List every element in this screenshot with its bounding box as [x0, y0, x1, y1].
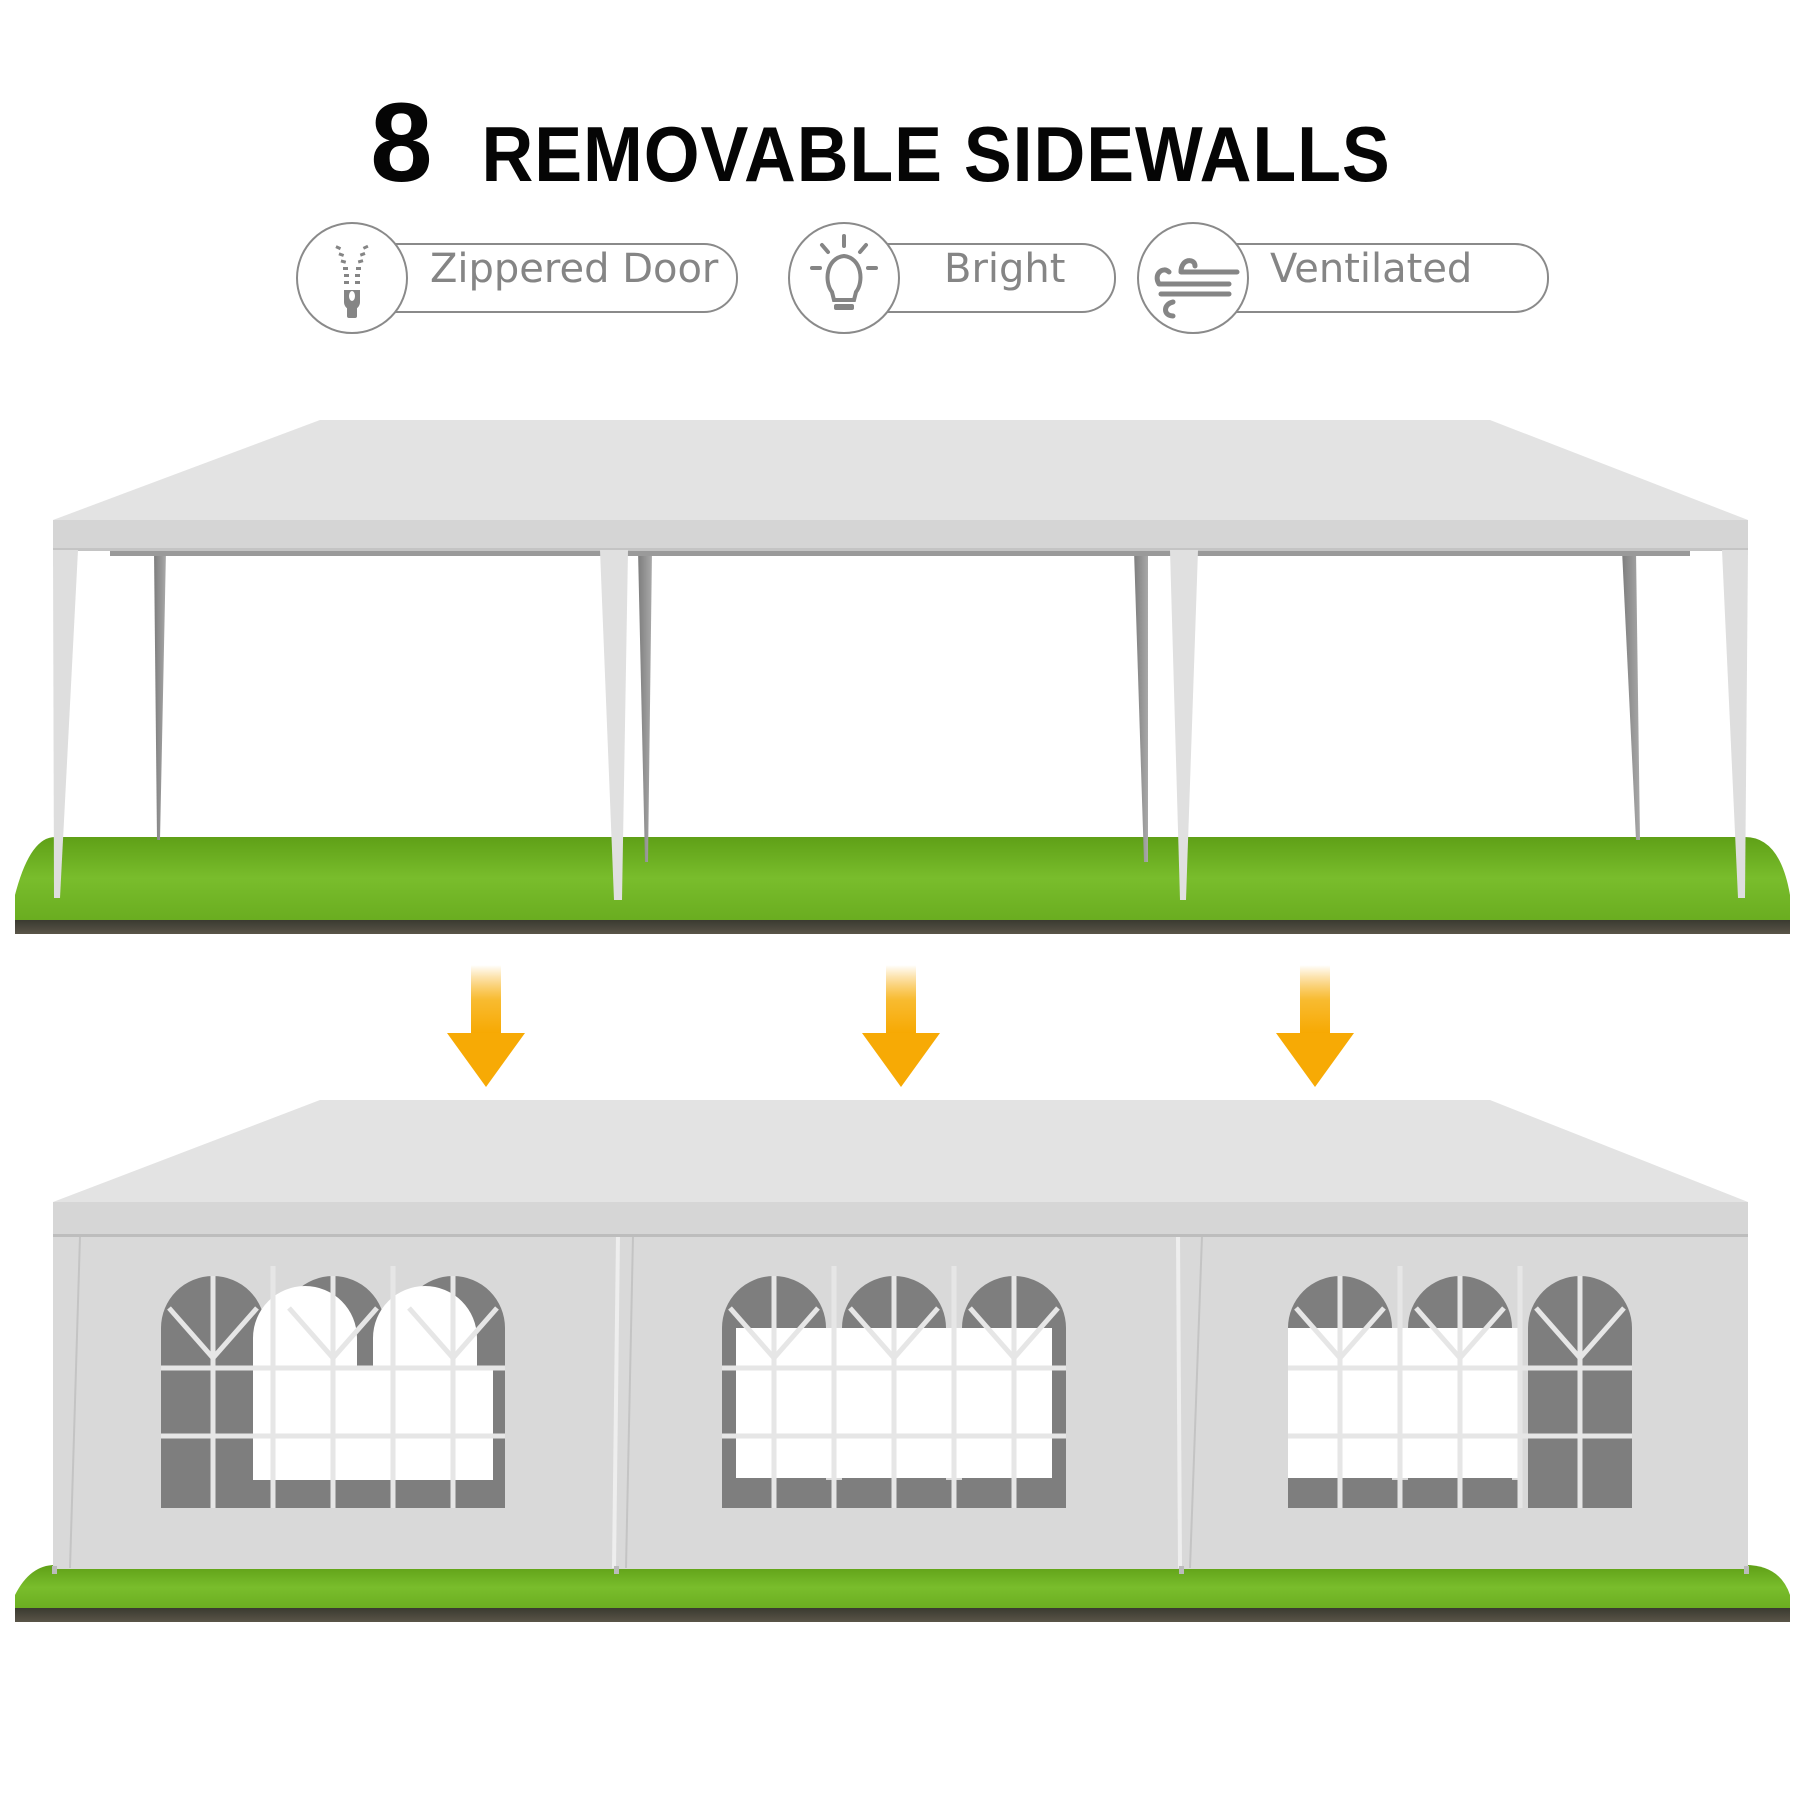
feature-label: Zippered Door [430, 246, 719, 292]
arrow-down-icon [447, 965, 525, 1087]
zipper-icon [335, 244, 369, 318]
arrow-down-icon [862, 965, 940, 1087]
grass-base [15, 837, 1790, 934]
feature-label: Ventilated [1270, 246, 1473, 292]
tent-without-sidewalls [15, 420, 1790, 934]
tent-with-sidewalls [15, 1100, 1790, 1622]
title-number: 8 [370, 80, 434, 205]
lightbulb-icon [810, 234, 878, 310]
page-title: 8 REMOVABLE SIDEWALLS [0, 78, 1800, 207]
title-text: REMOVABLE SIDEWALLS [481, 110, 1391, 198]
window-panel-2 [722, 1266, 1066, 1508]
wind-icon [1154, 258, 1240, 319]
window-panel-1 [161, 1266, 505, 1508]
grass-base [15, 1565, 1790, 1622]
window-panel-3 [1288, 1266, 1632, 1508]
feature-label: Bright [944, 246, 1066, 292]
arrow-down-icon [1276, 965, 1354, 1087]
